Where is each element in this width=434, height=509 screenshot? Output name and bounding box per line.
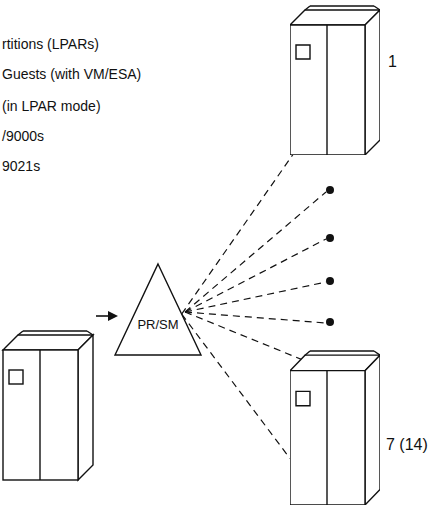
mainframe-icon	[290, 5, 380, 155]
dots	[303, 186, 334, 365]
callout-number: 7 (14)	[386, 436, 428, 454]
list-text: Guests (with VM/ESA)	[2, 66, 141, 82]
node-label: PR/SM	[113, 318, 203, 333]
dashed-links	[185, 192, 326, 360]
dashed-connector	[182, 314, 290, 458]
mainframe-node: 1	[290, 5, 380, 155]
arrow-line	[96, 315, 110, 317]
callout-number: 1	[388, 53, 397, 71]
dashed-connector	[182, 153, 294, 314]
mainframe-icon	[3, 331, 93, 480]
list-text: /9000s	[2, 128, 44, 144]
arrow-head	[108, 311, 118, 321]
list-text: 9021s	[2, 158, 40, 174]
prsm-triangle: PR/SM	[113, 262, 203, 357]
list-text: (in LPAR mode)	[2, 98, 101, 114]
mainframe-icon	[290, 350, 380, 505]
list-text: rtitions (LPARs)	[2, 36, 99, 52]
triangle-shape	[113, 262, 203, 357]
mainframe-node: 7 (14)	[290, 350, 380, 505]
